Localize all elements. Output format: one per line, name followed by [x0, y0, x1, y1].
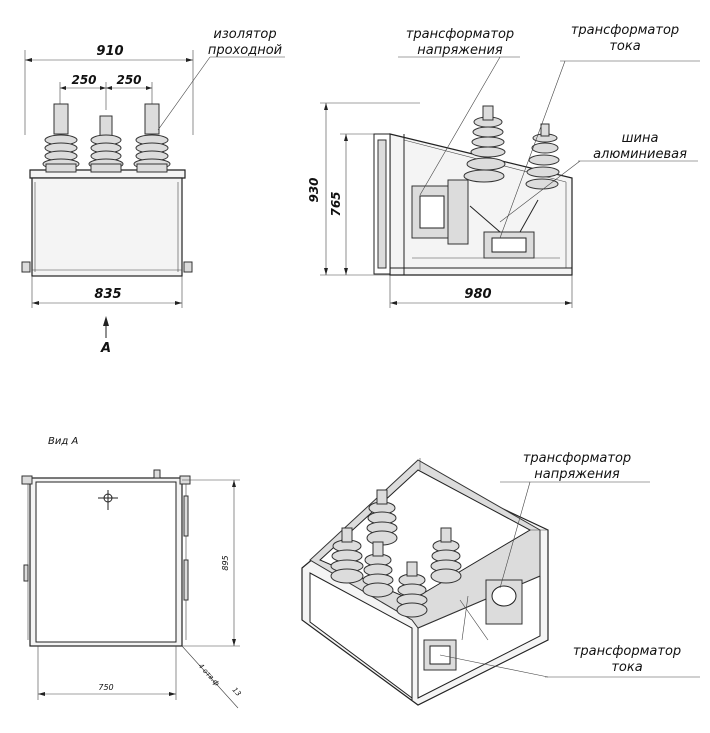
label-bushing-2: проходной: [208, 43, 282, 58]
dim-930: 930: [307, 177, 321, 202]
label-bushing-1: изолятор: [213, 27, 276, 42]
front-view: 910 250 250: [21, 27, 285, 356]
label-vt-1: трансформатор: [406, 27, 514, 42]
dim-holes: 4 отв.ф: [197, 662, 221, 688]
label-ct-2: тока: [609, 39, 640, 54]
label-iso-ct-2: тока: [611, 660, 642, 675]
isometric-view: трансформатор напряжения трансформатор т…: [301, 451, 700, 706]
label-iso-ct-1: трансформатор: [573, 644, 681, 659]
side-bushing-vt: [463, 105, 506, 183]
iso-bushing-5: [396, 561, 428, 618]
label-iso-vt-1: трансформатор: [523, 451, 631, 466]
bushing-left: [42, 103, 80, 173]
label-vt-2: напряжения: [417, 43, 503, 58]
dim-980: 980: [464, 287, 491, 302]
dim-750: 750: [98, 683, 113, 692]
view-a: Вид А 895 750 4 отв.ф 13: [21, 436, 243, 709]
label-ct-1: трансформатор: [571, 23, 679, 38]
dim-895: 895: [221, 555, 230, 570]
dim-910: 910: [96, 44, 123, 59]
dim-250-right: 250: [116, 73, 141, 87]
dim-hole-size: 13: [231, 686, 243, 698]
dim-765: 765: [329, 191, 343, 216]
iso-bushing-4: [362, 541, 394, 598]
bushing-middle: [88, 115, 124, 173]
arrow-a-label: А: [100, 341, 111, 356]
side-view: 930 765: [307, 23, 700, 308]
dim-250-left: 250: [71, 73, 96, 87]
iso-bushing-1: [330, 527, 364, 584]
view-a-title: Вид А: [48, 436, 78, 447]
iso-bushing-3: [430, 527, 462, 584]
label-bus-2: алюминиевая: [593, 147, 687, 162]
bushing-right: [133, 103, 171, 173]
dim-835: 835: [94, 287, 121, 302]
label-iso-vt-2: напряжения: [534, 467, 620, 482]
side-bushing-ct: [525, 123, 560, 190]
label-bus-1: шина: [622, 131, 659, 146]
